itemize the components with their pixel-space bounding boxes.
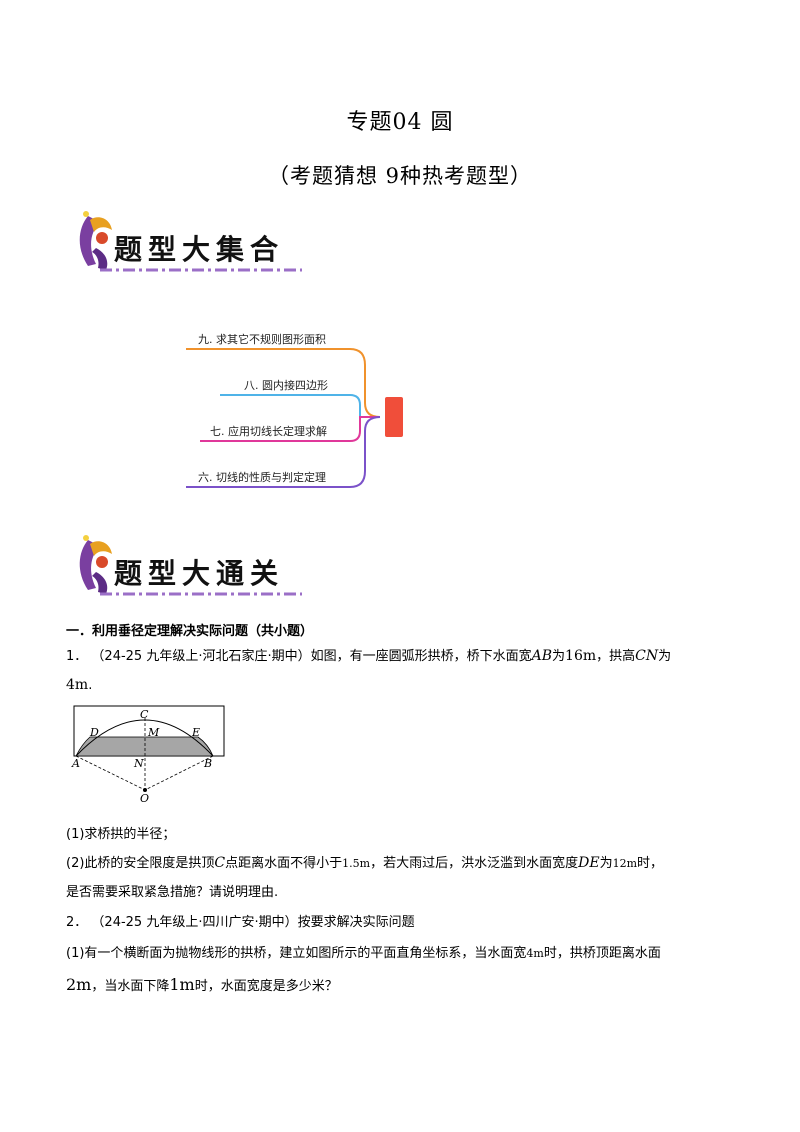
mindmap-branch-8	[220, 394, 380, 418]
math-DE: DE	[578, 855, 600, 871]
question-1-stem: 1． （24-25 九年级上·河北石家庄·期中）如图，有一座圆弧形拱桥，桥下水面…	[66, 648, 672, 664]
question-1-part2: (2)此桥的安全限度是拱顶C点距离水面不得小于1.5m，若大雨过后，洪水泛滥到水…	[66, 855, 664, 871]
fig-label-O: O	[140, 792, 150, 805]
banner-question-practice: 题型大通关	[70, 532, 310, 602]
question-source: （24-25 九年级上·河北石家庄·期中）	[91, 649, 311, 664]
fig-label-D: D	[90, 726, 99, 739]
question-source: （24-25 九年级上·四川广安·期中）	[91, 915, 298, 930]
math-2m: 2m	[66, 975, 92, 994]
math-4m: 4m	[66, 677, 89, 693]
math-16m: 16m	[565, 648, 597, 664]
mindmap-branch-9	[186, 348, 381, 418]
mascot-icon	[79, 535, 302, 596]
page-title: 专题04 圆	[346, 110, 454, 135]
fig-label-N: N	[134, 757, 144, 770]
mindmap-branch-6	[186, 416, 381, 488]
banner-title: 题型大集合	[114, 233, 285, 266]
question-1-part2-line2: 是否需要采取紧急措施？请说明理由.	[66, 885, 279, 900]
fig-label-B: B	[204, 757, 213, 770]
math-12m: 12m	[612, 857, 638, 870]
bridge-figure	[73, 705, 225, 792]
math-1m: 1m	[169, 975, 195, 994]
section-title: 一．利用垂径定理解决实际问题（共小题）	[66, 624, 314, 639]
mindmap-root	[385, 397, 403, 437]
mind-map	[186, 348, 403, 488]
question-1-stem-line2: 4m.	[66, 677, 93, 693]
question-1-part1: (1)求桥拱的半径；	[66, 827, 176, 842]
math-C: C	[214, 855, 226, 871]
math-1-5m: 1.5m	[342, 857, 371, 870]
banner-question-types: 题型大集合	[70, 208, 310, 278]
mindmap-label-7: 七. 应用切线长定理求解	[210, 425, 327, 438]
mindmap-label-8: 八. 圆内接四边形	[244, 379, 328, 392]
math-AB: AB	[531, 648, 553, 664]
mindmap-branch-7	[200, 416, 380, 442]
question-number: 1．	[66, 649, 88, 664]
question-number: 2．	[66, 915, 88, 930]
page-subtitle: （考题猜想 9种热考题型）	[267, 164, 533, 188]
question-2-part1-line2: 2m，当水面下降1m时，水面宽度是多少米？	[66, 975, 338, 994]
question-2-stem: 2． （24-25 九年级上·四川广安·期中）按要求解决实际问题	[66, 915, 415, 930]
fig-label-E: E	[192, 726, 201, 739]
question-2-part1: (1)有一个横断面为抛物线形的拱桥，建立如图所示的平面直角坐标系，当水面宽4m时…	[66, 946, 661, 961]
mascot-icon	[79, 211, 302, 272]
banner-title: 题型大通关	[114, 557, 285, 590]
mindmap-label-9: 九. 求其它不规则图形面积	[198, 333, 326, 346]
math-CN: CN	[635, 648, 659, 664]
fig-label-C: C	[140, 708, 149, 721]
fig-label-A: A	[72, 757, 80, 770]
math-4m: 4m	[526, 947, 544, 960]
mindmap-label-6: 六. 切线的性质与判定定理	[198, 471, 326, 484]
fig-label-M: M	[148, 726, 160, 739]
